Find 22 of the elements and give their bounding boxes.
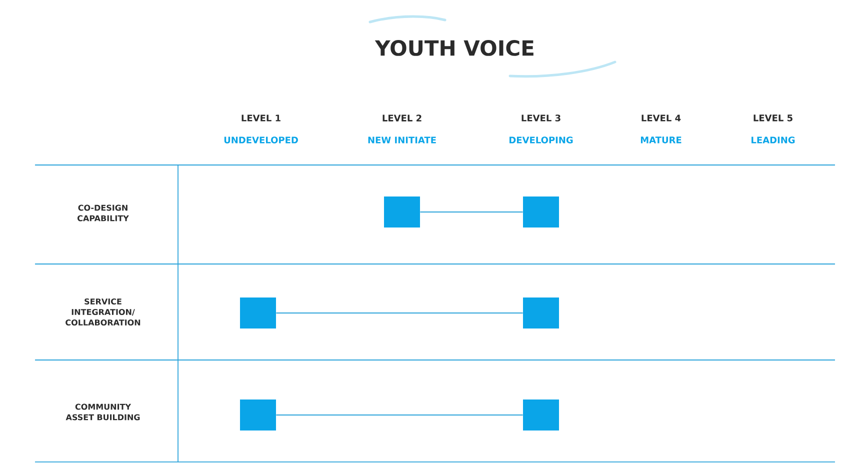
level-marker bbox=[240, 399, 276, 430]
level-name: UNDEVELOPED bbox=[224, 136, 298, 144]
level-heading: LEVEL 2 bbox=[382, 114, 422, 122]
level-marker bbox=[384, 196, 420, 228]
level-heading: LEVEL 5 bbox=[754, 114, 792, 122]
title: YOUTH VOICE bbox=[374, 40, 534, 56]
level-marker bbox=[523, 298, 559, 328]
level-marker bbox=[523, 196, 559, 228]
level-heading: LEVEL 1 bbox=[242, 114, 280, 122]
level-heading: LEVEL 3 bbox=[522, 114, 560, 122]
row-label: SERVICE INTEGRATION/ COLLABORATION bbox=[66, 298, 140, 326]
row-label: COMMUNITY ASSET BUILDING bbox=[66, 404, 140, 420]
level-name: DEVELOPING bbox=[510, 136, 573, 144]
level-marker bbox=[523, 399, 559, 430]
level-marker bbox=[240, 298, 276, 328]
level-name: MATURE bbox=[640, 136, 682, 144]
row-label: CO-DESIGN CAPABILITY bbox=[78, 204, 129, 222]
connector-line bbox=[276, 312, 524, 314]
connector-line bbox=[276, 414, 524, 416]
level-name: NEW INITIATE bbox=[368, 136, 436, 144]
level-heading: LEVEL 4 bbox=[642, 114, 681, 122]
level-name: LEADING bbox=[752, 136, 795, 144]
